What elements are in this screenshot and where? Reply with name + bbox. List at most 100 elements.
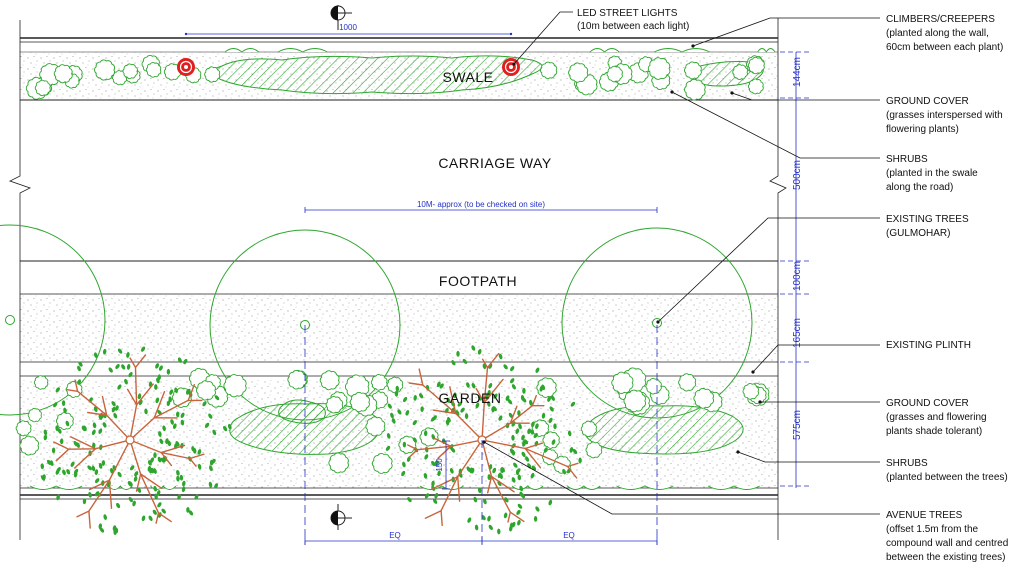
callout-title: EXISTING PLINTH bbox=[886, 340, 971, 351]
avenue-tree bbox=[40, 346, 232, 535]
boundary-lines bbox=[8, 18, 787, 540]
shrub bbox=[693, 387, 714, 409]
eq-right-dimension: EQ bbox=[563, 531, 575, 540]
shrub-clusters bbox=[15, 54, 770, 474]
zone-label-footpath: FOOTPATH bbox=[439, 273, 517, 289]
climber bbox=[589, 48, 620, 53]
shrub bbox=[540, 61, 558, 80]
callout-title: SHRUBS bbox=[886, 154, 928, 165]
street-light-icon bbox=[177, 58, 195, 76]
callout-title: CLIMBERS/CREEPERS bbox=[886, 14, 995, 25]
callout-climbers: CLIMBERS/CREEPERS (planted along the wal… bbox=[886, 14, 1003, 53]
shrub bbox=[145, 62, 162, 78]
shrub bbox=[747, 78, 764, 95]
shrub bbox=[196, 380, 216, 401]
callout-line: 60cm between each plant) bbox=[886, 42, 1003, 53]
climber bbox=[567, 485, 601, 490]
climber bbox=[757, 48, 776, 53]
callout-title: SHRUBS bbox=[886, 458, 928, 469]
shrub bbox=[684, 61, 702, 80]
climber bbox=[654, 48, 710, 53]
shrub bbox=[27, 407, 42, 423]
climber bbox=[707, 485, 760, 490]
tree-canopy bbox=[0, 224, 106, 416]
shrub bbox=[33, 375, 49, 390]
section-marker-bottom bbox=[330, 504, 352, 530]
tree-spacing-dimension: 10M- approx (to be checked on site) bbox=[417, 200, 545, 209]
light-spacing-dimension: 1000 bbox=[339, 23, 357, 32]
avenue-tree bbox=[385, 345, 582, 535]
shrub bbox=[580, 420, 597, 438]
offset-dimension: 150 bbox=[435, 458, 444, 472]
callout-line: between the existing trees) bbox=[886, 552, 1006, 563]
plinth-width-dimension: 165cm bbox=[792, 318, 803, 348]
zone-label-carriage-way: CARRIAGE WAY bbox=[438, 155, 552, 171]
callout-line: (planted along the wall, bbox=[886, 28, 989, 39]
callout-title: EXISTING TREES bbox=[886, 214, 969, 225]
shrub bbox=[365, 416, 386, 437]
shrub bbox=[53, 64, 73, 84]
shrub bbox=[568, 62, 589, 83]
callout-line: along the road) bbox=[886, 182, 953, 193]
shrub bbox=[204, 66, 221, 83]
footpath-band bbox=[20, 294, 778, 362]
shrub bbox=[606, 65, 623, 83]
callout-line: (offset 1.5m from the bbox=[886, 524, 979, 535]
callout-line: (grasses and flowering bbox=[886, 412, 987, 423]
section-marker-top bbox=[330, 5, 352, 30]
shrub bbox=[585, 441, 603, 459]
shrub bbox=[684, 78, 706, 101]
shrub bbox=[122, 63, 138, 79]
callout-line: (planted between the trees) bbox=[886, 472, 1008, 483]
climber bbox=[29, 485, 83, 490]
avenue-trees bbox=[40, 345, 582, 535]
callout-line: compound wall and centred bbox=[886, 538, 1008, 549]
shrub bbox=[370, 374, 388, 391]
shrub bbox=[287, 369, 307, 390]
ground-cover-hatch bbox=[211, 55, 764, 455]
callout-shrubs-swale: SHRUBS (planted in the swale along the r… bbox=[886, 154, 978, 193]
shrub bbox=[647, 57, 671, 80]
shrub bbox=[732, 64, 748, 80]
footpath-width-dimension: 100cm bbox=[792, 261, 803, 291]
shrub bbox=[742, 383, 759, 400]
shrub bbox=[15, 420, 32, 437]
callout-title: LED STREET LIGHTS bbox=[577, 8, 678, 19]
callout-title: AVENUE TREES bbox=[886, 510, 963, 521]
shrub bbox=[623, 389, 646, 413]
shrub bbox=[223, 374, 247, 398]
eq-left-dimension: EQ bbox=[389, 531, 401, 540]
callout-ground-cover-garden: GROUND COVER (grasses and flowering plan… bbox=[886, 398, 987, 437]
callout-led-street-lights: LED STREET LIGHTS (10m between each ligh… bbox=[577, 8, 689, 32]
callout-avenue-trees: AVENUE TREES (offset 1.5m from the compo… bbox=[886, 510, 1008, 563]
shrub bbox=[19, 435, 39, 456]
swale-width-dimension: 144cm bbox=[792, 57, 803, 87]
shrub bbox=[56, 412, 74, 430]
shrub bbox=[163, 63, 181, 81]
climber bbox=[224, 48, 260, 53]
leader-dots bbox=[482, 44, 762, 454]
right-dimension-chain bbox=[780, 51, 812, 488]
shrub bbox=[542, 431, 560, 449]
dimension-lines bbox=[184, 32, 658, 545]
callout-line: (grasses interspersed with bbox=[886, 110, 1003, 121]
callout-line: flowering plants) bbox=[886, 124, 959, 135]
climber bbox=[616, 485, 674, 490]
callout-title: GROUND COVER bbox=[886, 96, 969, 107]
shrub bbox=[747, 56, 765, 75]
zone-label-swale: SWALE bbox=[443, 69, 494, 85]
shrub bbox=[611, 371, 634, 394]
shrub bbox=[94, 59, 116, 81]
shrub bbox=[386, 376, 404, 394]
callout-existing-plinth: EXISTING PLINTH bbox=[886, 340, 971, 351]
shrub bbox=[319, 370, 340, 391]
shrub bbox=[419, 427, 439, 447]
road-width-dimension: 500cm bbox=[792, 160, 803, 190]
shrub bbox=[34, 79, 51, 97]
callout-line: (GULMOHAR) bbox=[886, 228, 950, 239]
shrub bbox=[371, 453, 393, 474]
shrub bbox=[349, 391, 370, 413]
callout-title: GROUND COVER bbox=[886, 398, 969, 409]
